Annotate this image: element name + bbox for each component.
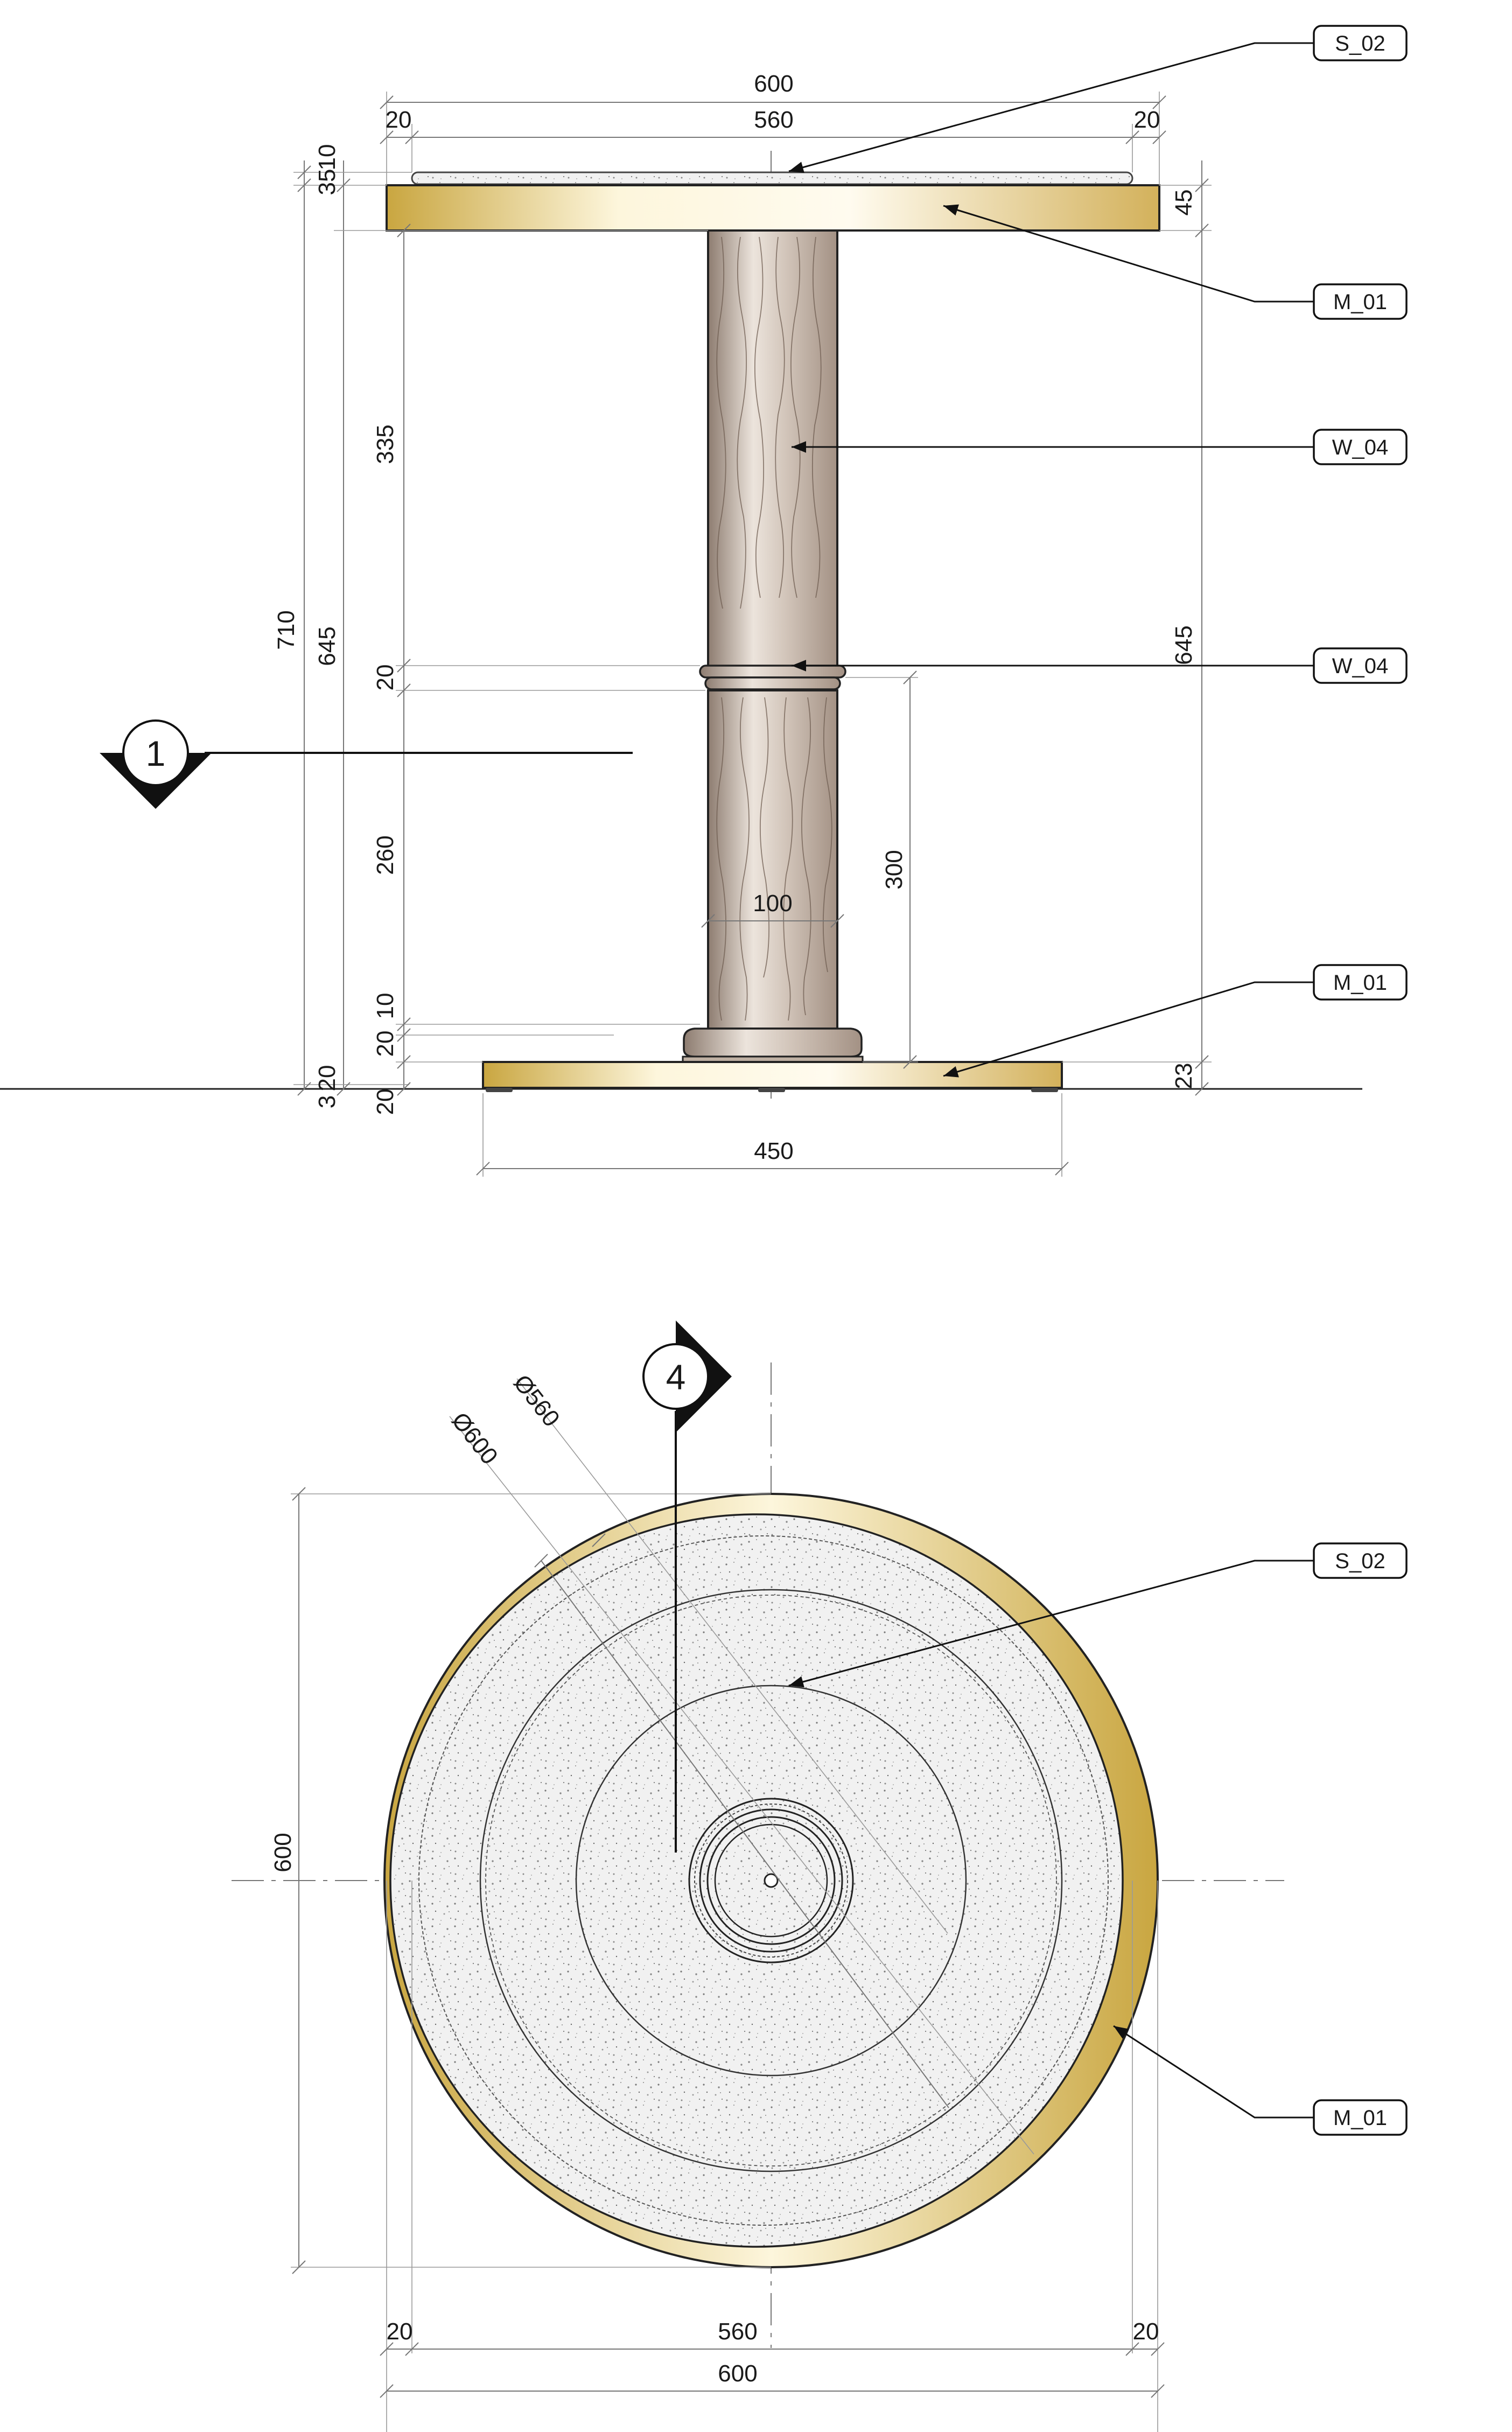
- plan-view: Ø600 Ø560 600 20 560: [232, 1320, 1408, 2432]
- brass-top-frame: [386, 184, 1160, 232]
- inner-dimensions: 100 300: [701, 670, 918, 1069]
- svg-text:M_01: M_01: [1333, 290, 1387, 314]
- dim-left-3: 3: [314, 1095, 340, 1108]
- dim-left-10-lower: 10: [372, 993, 398, 1019]
- dim-plan-inner: 560: [718, 2318, 757, 2345]
- section-marker-4: 4: [642, 1320, 732, 1853]
- plan-ring-large: [479, 1589, 1063, 2172]
- section-marker-1: 1: [100, 719, 633, 809]
- dim-diameter-600: Ø600: [446, 1408, 503, 1470]
- dim-plan-height: 600: [270, 1833, 296, 1872]
- plan-height-dimension: 600: [270, 1487, 771, 2274]
- dim-plan-left-edge: 20: [387, 2318, 413, 2345]
- column-collar-ring: [699, 665, 846, 679]
- tag-w04-column: W_04: [1313, 429, 1408, 465]
- right-dimensions: 45 645 23: [1062, 160, 1212, 1096]
- svg-text:S_02: S_02: [1335, 1549, 1385, 1573]
- stone-top-slab: [411, 171, 1133, 185]
- dim-right-645: 645: [1171, 625, 1197, 665]
- wood-grain: [716, 236, 832, 1021]
- tag-s02-top: S_02: [1313, 25, 1408, 61]
- dim-collar-height: 300: [881, 850, 907, 889]
- dim-column-dia: 100: [753, 890, 792, 917]
- plan-ring-large-dash: [485, 1595, 1057, 2167]
- dim-top-right-edge: 20: [1134, 107, 1160, 133]
- dim-top-inner: 560: [754, 107, 793, 133]
- base-glide-left: [486, 1088, 513, 1092]
- stone-inner-bevel: [418, 1535, 1109, 2226]
- dim-right-45: 45: [1171, 190, 1197, 216]
- tag-m01-plan: M_01: [1313, 2099, 1408, 2136]
- tag-m01-base: M_01: [1313, 964, 1408, 1001]
- dim-left-collar-20: 20: [372, 665, 398, 691]
- plan-ring-column-inner: [714, 1823, 828, 1938]
- dim-diameter-560: Ø560: [508, 1370, 565, 1432]
- dim-left-710: 710: [273, 610, 299, 649]
- top-dimensions: 600 560 20 20: [380, 71, 1166, 185]
- dim-plan-right-edge: 20: [1133, 2318, 1159, 2345]
- svg-text:M_01: M_01: [1333, 2106, 1387, 2130]
- base-dimension: 450: [476, 1093, 1069, 1177]
- plan-ring-column: [706, 1816, 836, 1945]
- dim-top-overall: 600: [754, 71, 793, 97]
- plan-ring-foot: [688, 1798, 854, 1963]
- base-glide-right: [1031, 1088, 1058, 1092]
- dim-right-23: 23: [1171, 1063, 1197, 1089]
- dim-left-335: 335: [372, 424, 398, 464]
- svg-text:M_01: M_01: [1333, 971, 1387, 995]
- wood-column-upper: [707, 229, 838, 669]
- dim-left-645: 645: [314, 626, 340, 666]
- svg-text:S_02: S_02: [1335, 32, 1385, 55]
- wood-column-lower: [707, 689, 838, 1030]
- dim-top-left-edge: 20: [386, 107, 412, 133]
- section-marker-4-label: 4: [666, 1357, 686, 1397]
- dim-left-260: 260: [372, 835, 398, 875]
- dim-left-20-a: 20: [372, 1031, 398, 1057]
- section-marker-1-label: 1: [146, 733, 166, 773]
- plan-ring-foot-dash: [694, 1804, 848, 1958]
- plan-center-bolt: [764, 1873, 779, 1888]
- dim-left-20-b: 20: [314, 1065, 340, 1092]
- base-glide-center: [758, 1088, 785, 1092]
- dim-base-width: 450: [754, 1138, 793, 1164]
- tag-m01-top-frame: M_01: [1313, 283, 1408, 320]
- plan-bottom-dimensions: 20 560 20 600: [380, 1881, 1165, 2432]
- elevation-leaders: [788, 42, 1314, 1078]
- plan-ring-collar: [699, 1808, 843, 1953]
- dim-left-20-c: 20: [372, 1089, 398, 1115]
- tag-w04-collar: W_04: [1313, 647, 1408, 684]
- elevation-view: 600 560 20 20: [0, 25, 1408, 1177]
- plan-ring-base: [575, 1685, 967, 2077]
- svg-text:W_04: W_04: [1332, 654, 1389, 678]
- tag-s02-plan: S_02: [1313, 1542, 1408, 1579]
- stone-surface: [389, 1513, 1124, 2248]
- left-dimensions: 35 10 710 645 335 20 260 10 20 20 3 20: [273, 144, 708, 1115]
- dim-left-35: 35: [314, 169, 340, 195]
- dim-left-10: 10: [314, 144, 340, 171]
- dim-plan-overall: 600: [718, 2360, 757, 2387]
- brass-base-plate: [482, 1061, 1063, 1089]
- svg-text:W_04: W_04: [1332, 436, 1389, 459]
- column-collar-ring-lower: [704, 676, 841, 690]
- plan-leaders: [788, 1560, 1314, 2119]
- column-foot: [683, 1028, 863, 1058]
